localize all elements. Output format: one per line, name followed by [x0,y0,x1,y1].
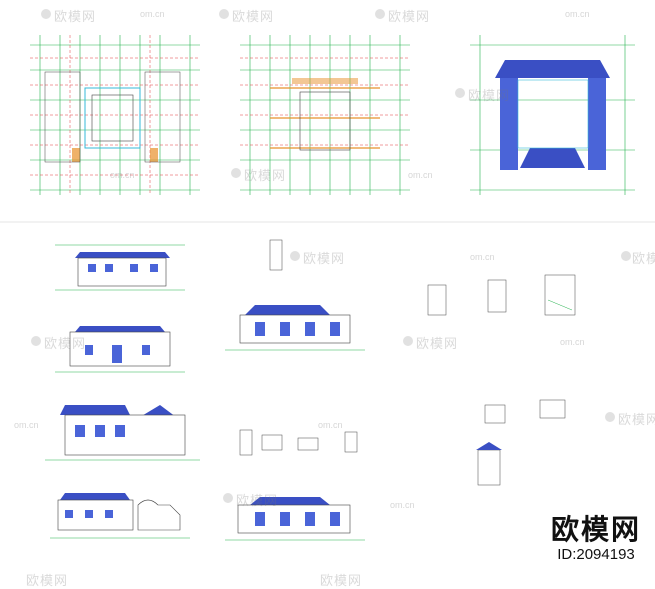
elevation-side [50,493,190,539]
watermark-logo: 欧模网 [236,493,279,508]
watermark-url: om.cn [110,170,135,180]
watermark-url: om.cn [390,500,415,510]
watermark-url: om.cn [318,420,343,430]
details-center [239,429,358,456]
watermark-logo: 欧模网 [303,251,346,266]
watermark-logo: 欧模网 [232,9,275,24]
watermark-logo: 欧模网 [244,168,287,183]
roof-plan [470,35,635,195]
watermark-logo: 欧模网 [468,88,511,103]
brand-block: 欧模网 ID:2094193 [551,514,641,564]
elevation-courtyard-2 [225,497,365,541]
watermark-logo: 欧模网 [26,573,69,588]
watermark-logo: 欧模网 [618,412,655,427]
watermark-url: om.cn [140,9,165,19]
brand-name: 欧模网 [550,513,641,546]
section-a [45,405,200,461]
watermark-url: om.cn [408,170,433,180]
elevation-rear [55,326,185,373]
floor-plan-1 [30,35,200,195]
watermark-url: om.cn [565,9,590,19]
elevation-front [55,244,185,291]
details-right [427,274,576,486]
watermark-logo-icon [31,9,631,503]
asset-id: ID:2094193 [557,546,635,563]
watermark-logo: 欧模网 [320,573,363,588]
watermark-logo: 欧模网 [44,336,87,351]
watermark-url: om.cn [560,337,585,347]
watermark-logo: 欧模网 [54,9,97,24]
watermark-logo: 欧模网 [416,336,459,351]
elevation-courtyard [225,239,365,351]
watermark-logo: 欧模网 [632,251,655,266]
watermark-url: om.cn [470,252,495,262]
watermark-logo: 欧模网 [388,9,431,24]
watermark-url: om.cn [14,420,39,430]
floor-plan-2 [240,35,410,195]
